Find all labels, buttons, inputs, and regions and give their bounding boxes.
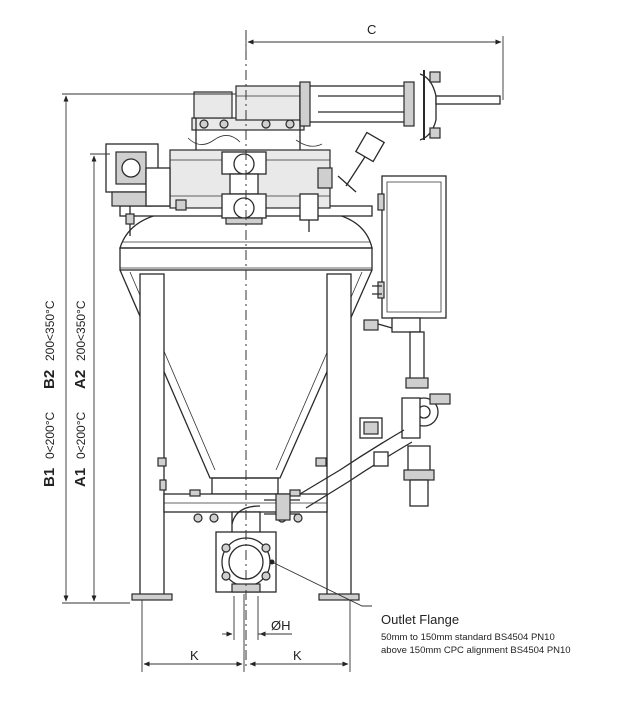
dimension-c-label: C (367, 22, 376, 37)
dimension-b2-range: 200<350°C (43, 300, 57, 361)
dimension-b1-range: 0<200°C (43, 411, 57, 459)
dimension-k-right-label: K (293, 648, 302, 663)
side-equipment (264, 175, 451, 521)
dimension-k-left-label: K (190, 648, 199, 663)
support-legs (131, 273, 360, 601)
dimension-a1-range: 0<200°C (74, 411, 88, 459)
outlet-flange-spec-1: 50mm to 150mm standard BS4504 PN10 (381, 632, 555, 643)
outlet-flange-title: Outlet Flange (381, 612, 459, 627)
dimension-lines (62, 36, 504, 672)
outlet-flange-spec-2: above 150mm CPC alignment BS4504 PN10 (381, 645, 571, 656)
dimension-b1-label: B1 (41, 468, 58, 487)
dimension-oh-label: ØH (271, 618, 291, 633)
dimension-a2-range: 200<350°C (74, 300, 88, 361)
dimension-b2-label: B2 (41, 370, 58, 389)
dimension-a2-label: A2 (72, 370, 89, 389)
dimension-a1-label: A1 (72, 468, 89, 487)
